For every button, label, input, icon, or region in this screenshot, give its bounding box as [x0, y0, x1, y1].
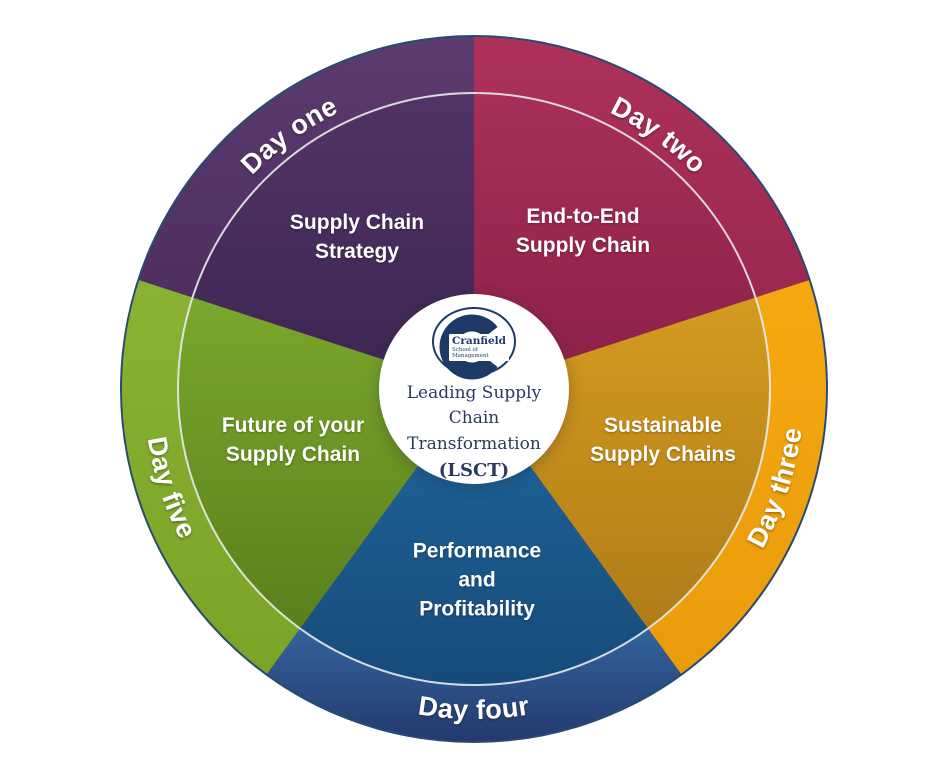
day-four-label: Day four: [417, 690, 532, 725]
ring-day-two: [474, 37, 809, 298]
cranfield-logo: Cranfield School of Management: [432, 307, 516, 380]
programme-title-line2: Transformation: [407, 433, 541, 454]
inner-outer-separator-ring: [177, 92, 771, 686]
ring-day-one: [139, 37, 474, 298]
center-hub: Cranfield School of Management Leading S…: [379, 294, 569, 484]
logo-brand: Cranfield: [452, 335, 506, 347]
logo-sub-management: Management: [452, 353, 489, 360]
cranfield-logo-text: Cranfield School of Management: [449, 334, 509, 361]
cranfield-c-icon: [439, 314, 498, 380]
ring-day-four: [267, 628, 681, 742]
sector-performance-profitability: [300, 389, 648, 686]
programme-title: Leading Supply Chain Transformation (LSC…: [379, 381, 569, 485]
logo-sub-school: School of: [452, 347, 478, 354]
programme-code: (LSCT): [438, 460, 510, 481]
sector-end-to-end-supply-chain: [474, 93, 756, 389]
sector-supply-chain-strategy: [192, 93, 474, 389]
ring-day-three: [648, 280, 827, 674]
programme-title-line1: Leading Supply Chain: [406, 382, 542, 429]
ring-day-five: [121, 280, 300, 674]
